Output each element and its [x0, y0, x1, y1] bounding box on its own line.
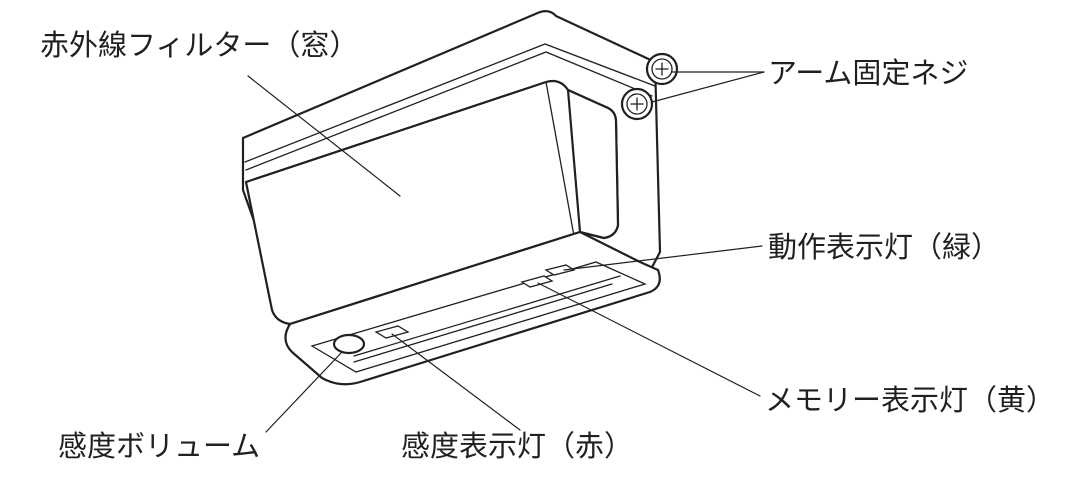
leader-lines	[247, 71, 765, 433]
side-face-edge	[545, 81, 575, 237]
leader-memory-lamp	[537, 282, 761, 397]
lid-seam-inner	[245, 51, 653, 171]
arm-screw-lower	[620, 87, 654, 121]
label-sensitivity-lamp: 感度表示灯（赤）	[401, 429, 633, 463]
operation-lamp	[544, 264, 576, 276]
leader-arm-screw-2	[651, 71, 765, 103]
underside-step	[353, 275, 621, 357]
leader-sensitivity-volume	[265, 351, 343, 433]
underside-plate	[310, 261, 647, 373]
leader-ir-filter	[247, 75, 401, 197]
label-operation-lamp: 動作表示灯（緑）	[768, 230, 1000, 264]
arm-screw-upper	[645, 52, 679, 86]
label-memory-lamp: メモリー表示灯（黄）	[765, 383, 1055, 417]
leader-sensitivity-lamp	[391, 333, 521, 431]
label-arm-screw: アーム固定ネジ	[768, 56, 968, 90]
sensor-body	[241, 10, 679, 386]
leader-operation-lamp	[563, 245, 763, 271]
memory-lamp	[520, 275, 554, 288]
label-ir-filter: 赤外線フィルター（窓）	[40, 28, 358, 62]
sensor-side-face	[566, 88, 620, 240]
sensitivity-volume-knob	[332, 333, 366, 355]
underside-step-2	[353, 283, 613, 363]
label-sensitivity-volume: 感度ボリューム	[58, 429, 260, 463]
sensitivity-lamp	[374, 325, 410, 339]
lid-seam-outer	[244, 43, 656, 163]
